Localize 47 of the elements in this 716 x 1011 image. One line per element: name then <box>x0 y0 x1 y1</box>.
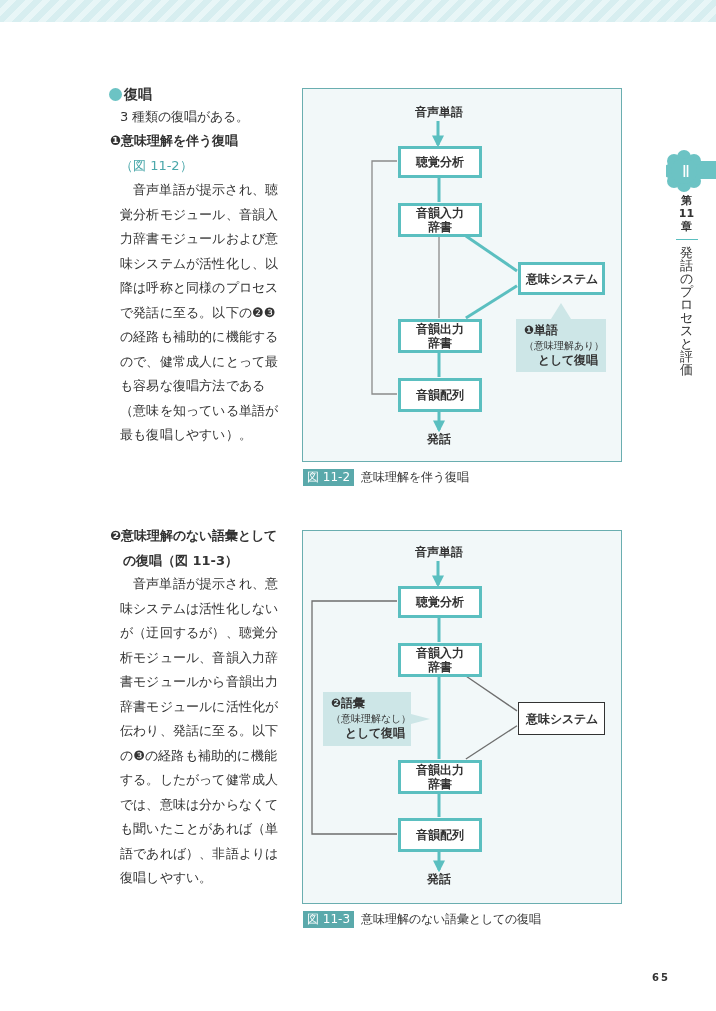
process-box: 意味システム <box>518 262 605 295</box>
connector-line <box>437 352 441 377</box>
figure-number: 図 11-2 <box>303 469 355 486</box>
subsection-heading: ❶意味理解を伴う復唱 <box>110 132 238 150</box>
node-label: 音声単語 <box>404 544 474 562</box>
process-box: 音韻出力辞書 <box>398 760 482 794</box>
paragraph: 音声単語が提示され、聴覚分析モジュール、音韻入力辞書モジュールおよび意味システムが活性化し、以降は呼称と同様のプロセスで発話に至る。以下の❷❸の経路も補助的に機能するので、健常成人にとって最も容易な復唱方法である（意味を知っている単語が最も復唱しやすい）。 <box>120 181 280 444</box>
connector-line <box>311 600 398 835</box>
node-label: 音声単語 <box>404 104 474 122</box>
body-text: 3 種類の復唱がある。 <box>120 108 250 126</box>
connector-line <box>437 676 441 759</box>
arrow <box>432 121 444 148</box>
arrow <box>433 851 445 873</box>
chapter-title: 発話のプロセスと評価 <box>678 246 694 376</box>
process-box: 音韻入力辞書 <box>398 203 482 237</box>
part-numeral: Ⅱ <box>681 161 691 183</box>
connector-line <box>437 617 441 642</box>
figure-caption: 意味理解を伴う復唱 <box>361 469 469 486</box>
connector-line <box>465 725 518 760</box>
process-box: 音韻入力辞書 <box>398 643 482 677</box>
arrow <box>432 561 444 588</box>
section-heading: 復唱 <box>124 85 152 104</box>
process-box: 聴覚分析 <box>398 146 482 178</box>
node-label: 発話 <box>414 871 464 889</box>
subsection-heading: ❷意味理解のない語彙としての復唱（図 11-3） <box>110 527 278 570</box>
process-box: 意味システム <box>518 702 605 735</box>
speech-bubble: ❶単語 （意味理解あり） として復唱 <box>516 303 606 372</box>
connector-line <box>371 160 398 395</box>
chapter-number: 第11章 <box>678 194 695 233</box>
arrow <box>433 411 445 433</box>
figure-reference: （図 11-2） <box>120 157 193 175</box>
page-number: 65 <box>652 971 670 985</box>
process-box: 音韻配列 <box>398 378 482 412</box>
connector-line <box>465 284 518 320</box>
speech-bubble: ❷語彙 （意味理解なし） として復唱 <box>323 692 430 746</box>
connector-line <box>465 234 518 273</box>
paragraph: 音声単語が提示され、意味システムは活性化しないが（迂回するが）、聴覚分析モジュール、音韻入力辞書モジュールから音韻出力辞書モジュールに活性化が伝わり、発話に至る。以下の❸の経路も補助的に機能する。したがって健常成人では、意味は分からなくても聞いたことがあれば（単語であれば）、非語よりは復唱しやすい。 <box>120 575 280 887</box>
connector-line <box>437 793 441 817</box>
figure-caption: 意味理解のない語彙としての復唱 <box>361 911 541 928</box>
node-label: 発話 <box>414 431 464 449</box>
process-box: 音韻配列 <box>398 818 482 852</box>
figure-number: 図 11-3 <box>303 911 355 928</box>
process-box: 聴覚分析 <box>398 586 482 618</box>
connector-line <box>437 177 441 202</box>
connector-line <box>465 675 518 712</box>
connector-line <box>438 235 440 319</box>
process-box: 音韻出力辞書 <box>398 319 482 353</box>
